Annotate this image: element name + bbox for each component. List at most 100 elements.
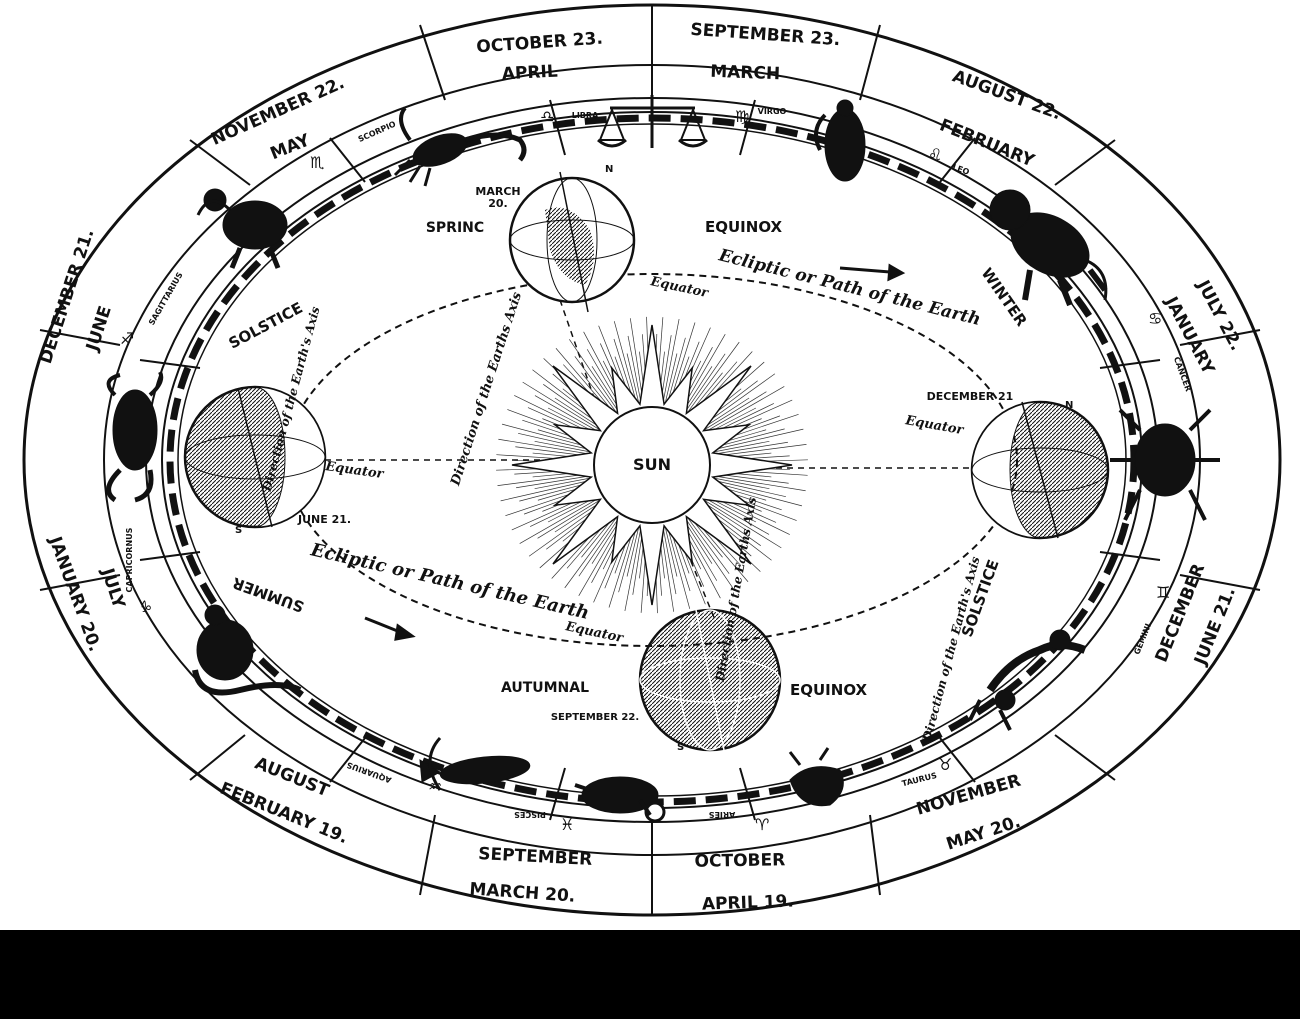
sun-ray: [713, 444, 807, 457]
sun-ray: [666, 525, 691, 609]
cancer-icon: ♋: [1148, 309, 1162, 328]
zodiac-virgo: VIRGO: [758, 107, 787, 116]
sun-ray: [613, 321, 638, 405]
sun-ray: [518, 432, 592, 451]
earth-autumn-icon: [638, 608, 782, 752]
date-april-19: APRIL 19.: [702, 891, 795, 914]
sun-ray: [713, 441, 788, 455]
leo-icon: ♌: [928, 145, 942, 164]
libra-icon: ♎: [540, 107, 554, 126]
sun-ray: [664, 525, 678, 577]
sun-ray: [618, 525, 638, 593]
earth-winter-icon: [970, 400, 1110, 540]
capricorn-icon: ♑: [138, 597, 152, 616]
sun-ray: [704, 497, 770, 535]
sun-ray: [498, 438, 591, 455]
taurus-icon: ♉: [938, 755, 952, 774]
south-label-summer: S: [235, 525, 242, 536]
sun-ray: [534, 395, 600, 433]
sun-ray: [684, 353, 726, 413]
crab-icon: [1110, 408, 1220, 521]
sun-ray: [519, 497, 600, 544]
lion-icon: [989, 189, 1108, 307]
sun-ray: [662, 318, 680, 405]
sun-ray: [703, 391, 767, 431]
sun-ray: [569, 339, 620, 413]
scales-icon: [597, 95, 708, 148]
bull-icon: [788, 747, 844, 807]
zodiac-symbols: ♎ ♍ ♌ ♋ ♊ ♉ ♈ ♓ ♒ ♑ ♐ ♏: [120, 107, 1170, 834]
south-label-autumn: S: [677, 742, 684, 753]
equinox-top-label: EQUINOX: [705, 218, 783, 236]
sun-ray: [712, 440, 770, 453]
sun-label: SUN: [633, 455, 671, 474]
sun-ray: [626, 525, 640, 577]
water-bearer-icon: [192, 604, 302, 696]
sun-ray: [627, 335, 642, 405]
zodiac-pisces: PISCES: [514, 810, 546, 819]
pisces-icon: ♓: [560, 815, 574, 834]
sun-ray: [578, 517, 620, 577]
sun-ray: [554, 397, 603, 429]
virgo-icon: ♍: [735, 107, 749, 126]
sun-ray: [554, 501, 603, 533]
zodiac-figures: [106, 95, 1220, 823]
twins-icon: [968, 629, 1087, 731]
sun-ray: [711, 481, 803, 507]
north-label-spring: N: [605, 164, 613, 175]
sun-ray: [686, 341, 740, 414]
sun-ray: [713, 475, 806, 492]
sun-ray: [574, 356, 618, 414]
september-22-label: SEPTEMBER 22.: [551, 712, 639, 723]
sun-ray: [534, 440, 592, 453]
sun-ray: [497, 473, 591, 486]
spring-label: SPRINC: [426, 220, 484, 236]
march-label: MARCH: [475, 185, 520, 198]
seasons-diagram: OCTOBER 23. SEPTEMBER 23. AUGUST 22. JUL…: [22, 3, 1282, 917]
sun-ray: [712, 477, 770, 490]
sun-ray: [712, 428, 804, 451]
north-label-winter: N: [1065, 400, 1073, 411]
fish-icon: [419, 736, 531, 791]
sun-ray: [703, 499, 782, 549]
scorpio-icon: ♏: [310, 153, 324, 172]
sun-ray: [534, 477, 592, 490]
sun-ray: [684, 517, 735, 591]
ram-icon: [574, 776, 666, 823]
zodiac-libra: LIBRA: [572, 111, 599, 120]
aquarius-icon: ♒: [428, 777, 442, 796]
autumnal-label: AUTUMNAL: [501, 680, 589, 696]
sun-ray: [701, 397, 750, 429]
sagittarius-icon: ♐: [120, 329, 134, 348]
month-october: OCTOBER: [694, 850, 785, 872]
archer-icon: [196, 188, 288, 269]
sun-ray: [564, 516, 618, 589]
month-march: MARCH: [710, 62, 781, 84]
gemini-icon: ♊: [1156, 583, 1170, 602]
sun-ray: [537, 499, 601, 539]
sun-icon: SUN: [511, 324, 793, 606]
sun-ray: [662, 525, 677, 595]
equinox-bottom-label: EQUINOX: [790, 681, 868, 699]
sun-ray: [626, 353, 640, 405]
sun-ray: [629, 318, 644, 404]
earth-spring-icon: [508, 171, 636, 313]
sun-ray: [704, 386, 785, 433]
goat-icon: [106, 371, 164, 503]
earth-summer-icon: [183, 385, 327, 529]
sun-ray: [522, 381, 601, 431]
sun-ray: [624, 525, 642, 612]
sun-ray: [686, 516, 730, 574]
zodiac-capricornus: CAPRICORNUS: [125, 527, 134, 592]
virgin-icon: [814, 99, 866, 182]
ring-dividers: [39, 5, 1261, 915]
sun-ray: [666, 337, 686, 405]
path-arrows: [364, 263, 906, 641]
footer-bar: [0, 930, 1300, 1019]
sun-ray: [712, 479, 786, 498]
sun-ray: [516, 475, 591, 489]
scorpion-icon: [393, 106, 527, 187]
sun-ray: [660, 526, 675, 612]
aries-icon: ♈: [755, 815, 769, 834]
sun-ray: [500, 479, 592, 502]
